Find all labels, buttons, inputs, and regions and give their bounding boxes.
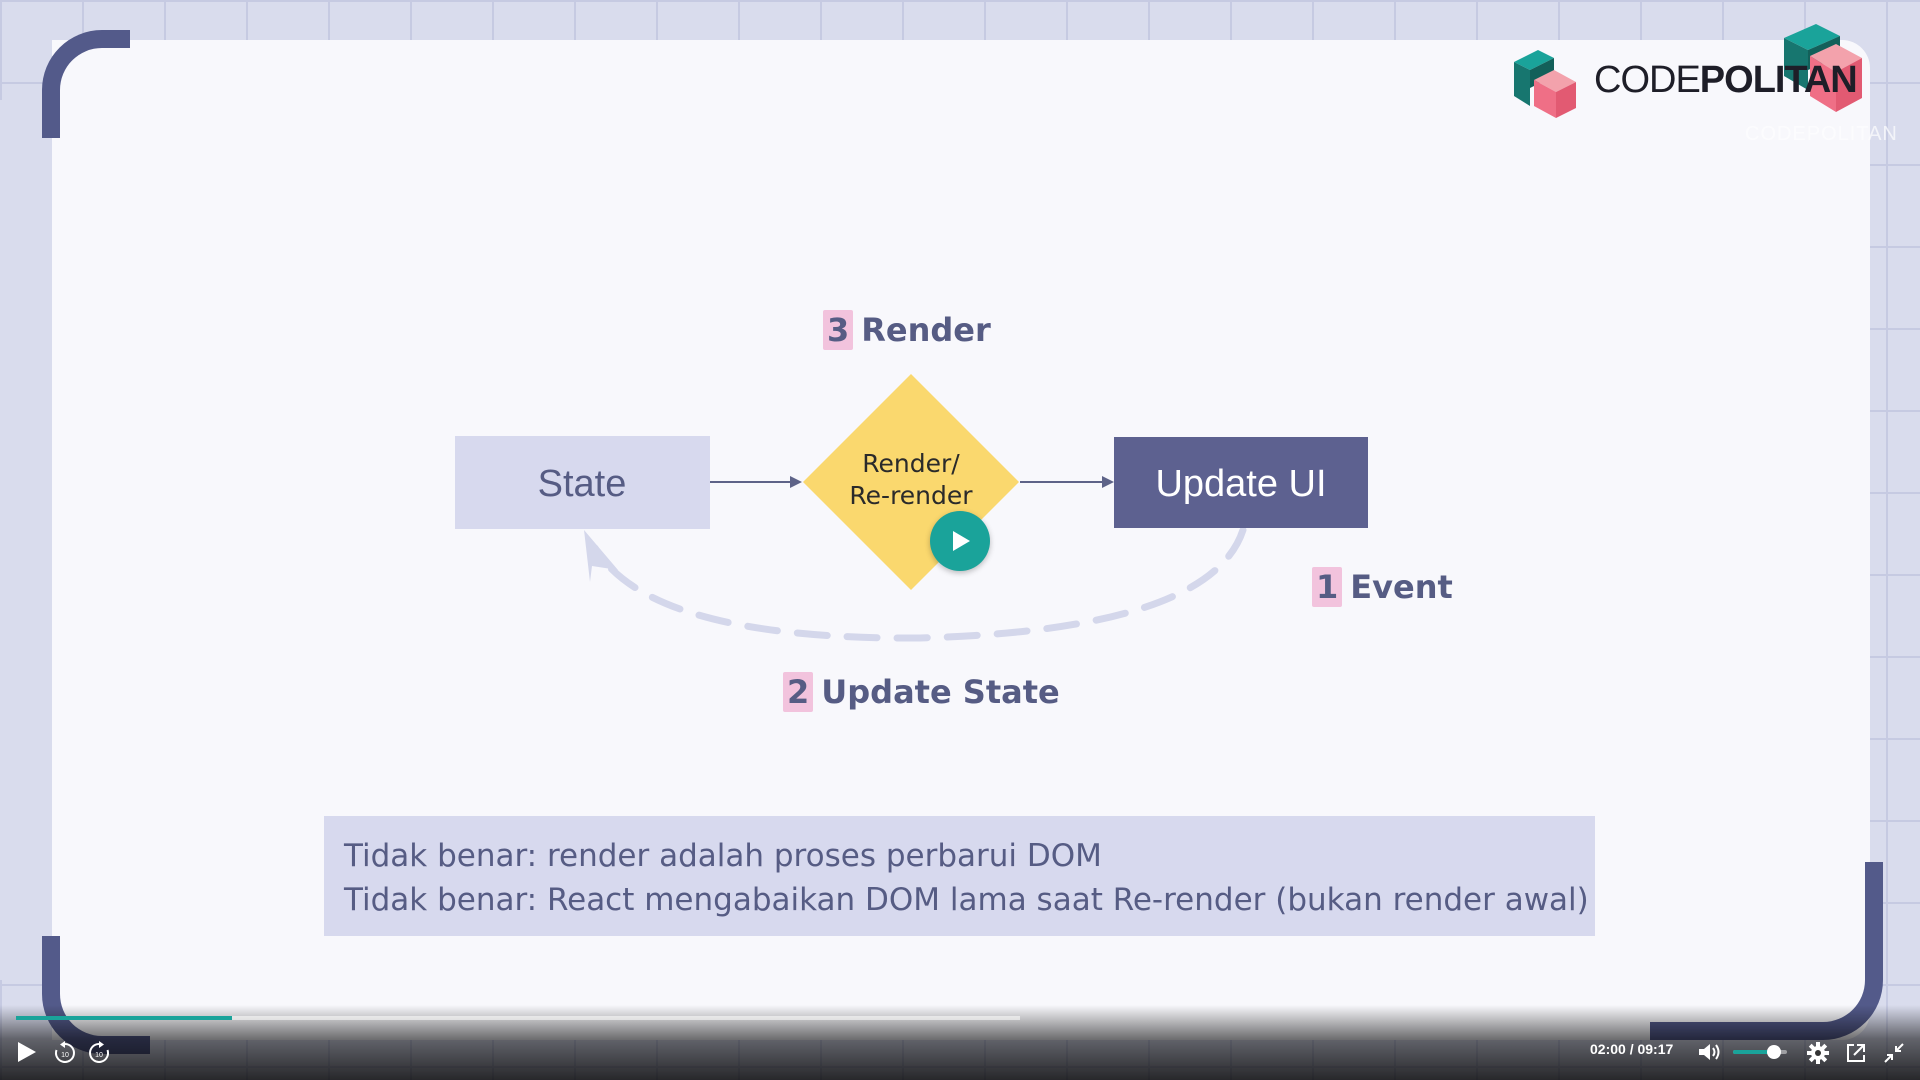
gear-icon: [1807, 1042, 1829, 1064]
time-display: 02:00 / 09:17: [1590, 1041, 1673, 1057]
step-update-state-label: 2 Update State: [783, 672, 1060, 712]
step-text: Update State: [821, 673, 1060, 711]
volume-slider-handle[interactable]: [1767, 1045, 1781, 1059]
play-icon: [18, 1042, 36, 1062]
logo-wordmark: CODEPOLITAN: [1594, 58, 1858, 102]
decorative-cube-icon: [1784, 24, 1862, 112]
svg-text:10: 10: [61, 1052, 69, 1059]
render-node-label-line2: Re-render: [849, 481, 973, 510]
step-number: 3: [823, 310, 854, 350]
step-text: Event: [1350, 568, 1453, 606]
step-event-label: 1 Event: [1312, 567, 1453, 607]
volume-button[interactable]: [1696, 1039, 1724, 1065]
logo-text-bold: POLITAN: [1699, 58, 1858, 101]
codepolitan-logo-icon: [1514, 50, 1576, 118]
codepolitan-logo: CODEPOLITAN: [1510, 40, 1858, 120]
popout-button[interactable]: [1842, 1039, 1870, 1067]
state-node: [455, 436, 710, 529]
volume-icon: [1699, 1044, 1720, 1060]
note-line-1: Tidak benar: render adalah proses perbar…: [344, 838, 1102, 874]
step-number: 1: [1312, 567, 1343, 607]
state-node-label: State: [538, 463, 627, 505]
popout-icon: [1847, 1044, 1865, 1062]
svg-text:10: 10: [95, 1052, 103, 1059]
step-render-label: 3 Render: [823, 310, 991, 350]
duration: 09:17: [1637, 1041, 1674, 1057]
rewind-10-icon: 10: [55, 1041, 75, 1063]
step-text: Render: [861, 311, 991, 349]
forward-10-icon: 10: [89, 1041, 109, 1063]
dashed-return-arrow: [591, 526, 1247, 642]
play-icon: [953, 531, 970, 551]
exit-fullscreen-button[interactable]: [1880, 1039, 1908, 1067]
misconception-note-box: Tidak benar: render adalah proses perbar…: [324, 816, 1595, 936]
note-line-2: Tidak benar: React mengabaikan DOM lama …: [344, 882, 1589, 918]
update-ui-node-label: Update UI: [1155, 463, 1326, 505]
dashed-arrow-head: [584, 530, 618, 582]
watermark-text: CODEPOLITAN: [1745, 123, 1898, 145]
exit-fullscreen-icon: [1884, 1043, 1904, 1063]
progress-bar-played: [16, 1016, 232, 1020]
update-ui-node: [1114, 437, 1368, 528]
step-number: 2: [783, 672, 814, 712]
center-play-button[interactable]: [930, 511, 990, 571]
render-node-label-line1: Render/: [862, 449, 960, 478]
play-button[interactable]: [12, 1038, 40, 1066]
logo-text-light: CODE: [1594, 58, 1701, 101]
volume-slider-level: [1733, 1050, 1774, 1054]
scalloped-edge: [0, 40, 92, 1040]
time-separator: /: [1629, 1041, 1634, 1057]
rewind-10-button[interactable]: 10: [50, 1038, 80, 1068]
progress-bar[interactable]: [16, 1016, 1020, 1020]
forward-10-button[interactable]: 10: [84, 1038, 114, 1068]
current-time: 02:00: [1590, 1041, 1626, 1057]
settings-button[interactable]: [1804, 1039, 1832, 1067]
